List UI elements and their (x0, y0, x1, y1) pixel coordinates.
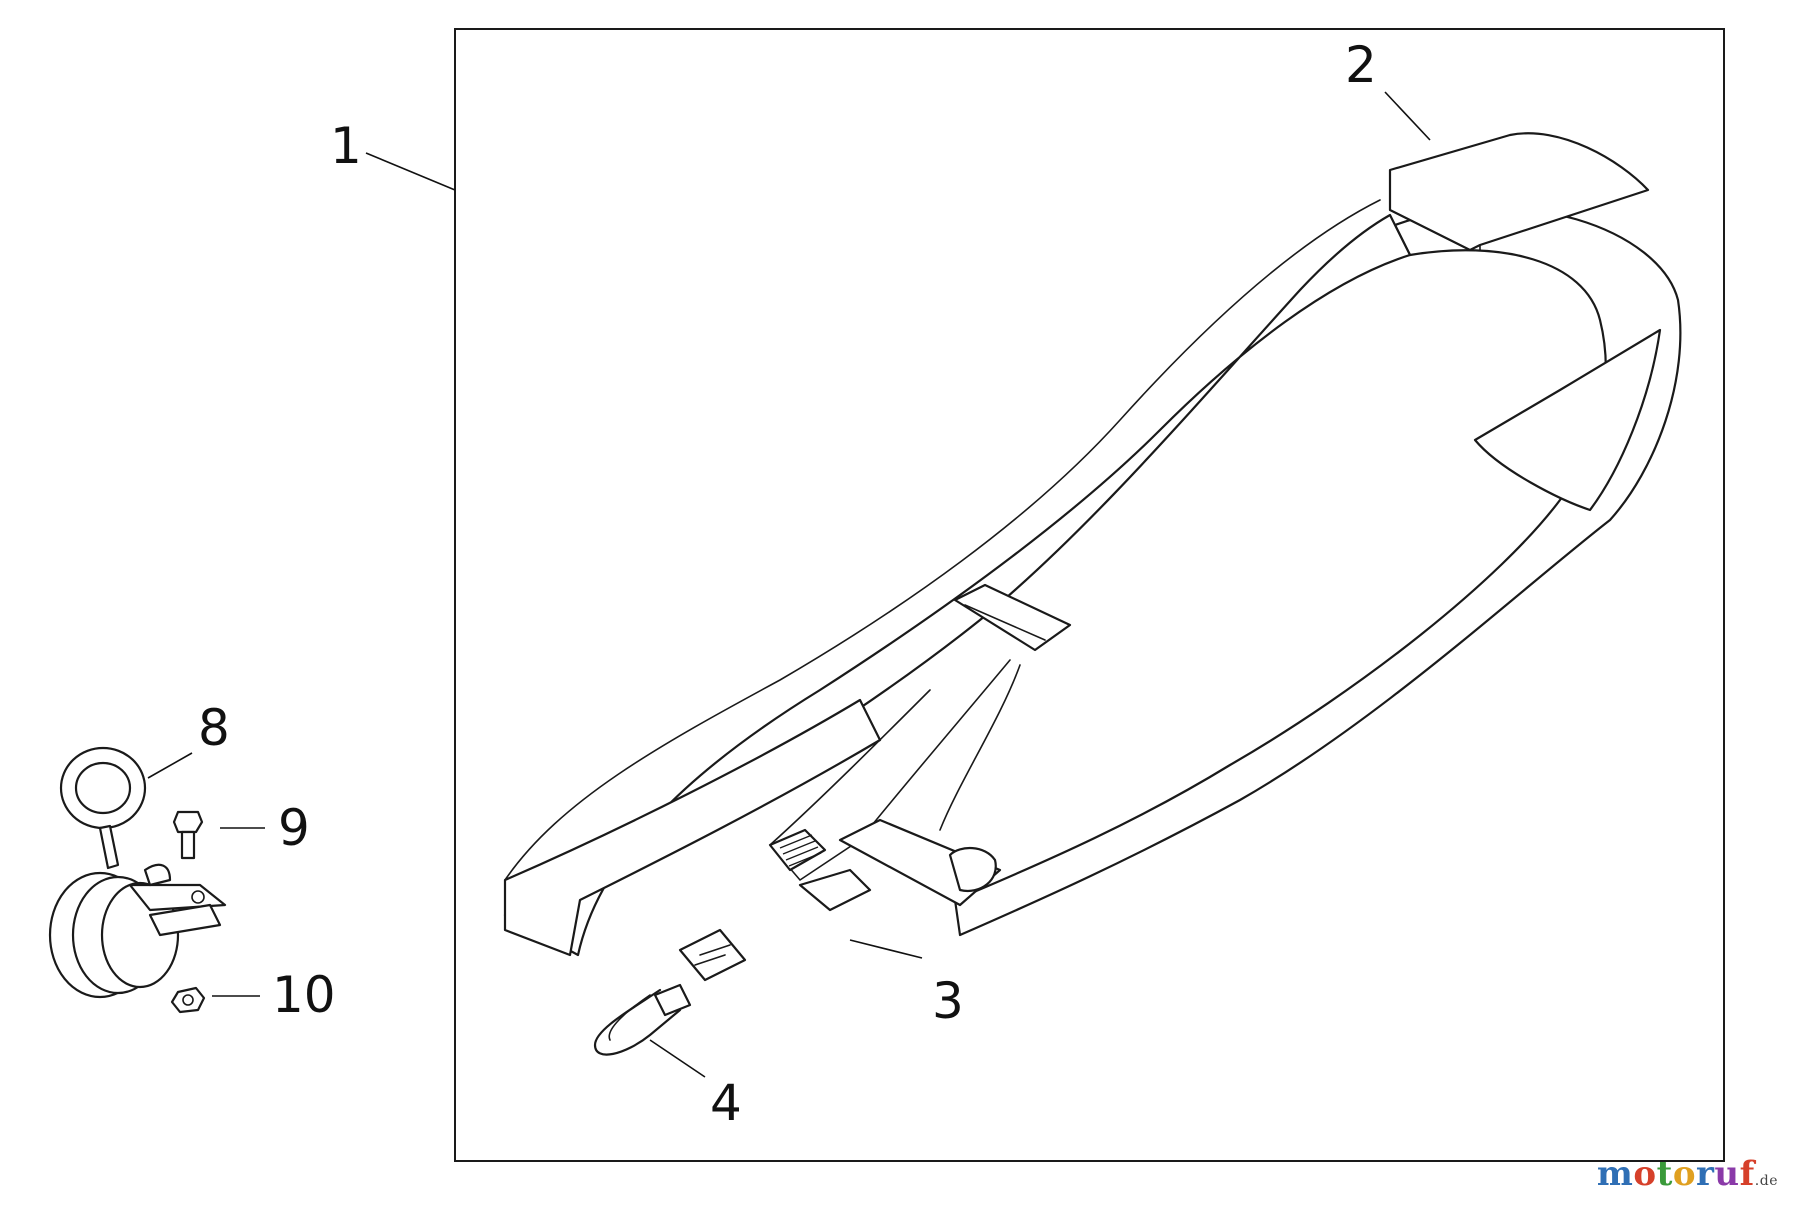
shoulder-strap (503, 132, 1682, 1056)
leader-8 (147, 752, 193, 779)
watermark-logo: motoruf.de (1597, 1154, 1778, 1194)
slide-buckle (953, 583, 1072, 652)
shoulder-pad (1388, 132, 1650, 252)
leader-4 (649, 1039, 706, 1078)
watermark-text: motoruf (1596, 1154, 1755, 1194)
callout-2: 2 (1345, 36, 1377, 94)
nut (170, 986, 206, 1014)
leader-lines (147, 91, 1431, 1078)
callout-1: 1 (330, 117, 362, 175)
callouts: 1 2 3 4 8 9 10 (198, 36, 1377, 1132)
leader-2 (1384, 91, 1431, 141)
callout-9: 9 (278, 799, 310, 857)
hanger-clamp (48, 746, 227, 1014)
leader-3 (849, 939, 923, 959)
callout-4: 4 (710, 1074, 742, 1132)
bolt (172, 810, 204, 860)
callout-10: 10 (272, 966, 336, 1024)
callout-3: 3 (932, 972, 964, 1030)
leader-1 (365, 152, 456, 191)
assembly-frame (454, 28, 1725, 1162)
callout-8: 8 (198, 699, 230, 757)
watermark-suffix: .de (1754, 1173, 1778, 1189)
